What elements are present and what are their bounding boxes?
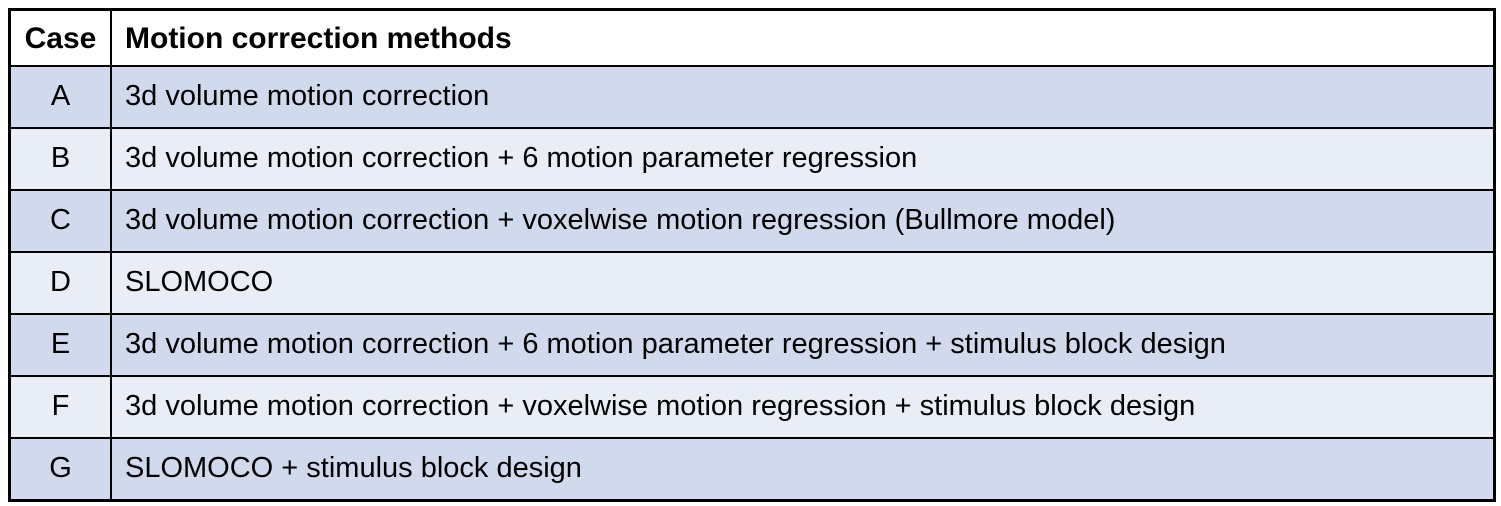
case-cell: D [8, 251, 112, 315]
case-cell: F [8, 375, 112, 439]
header-row: Case Motion correction methods [8, 8, 1496, 67]
methods-column-header: Motion correction methods [110, 8, 1496, 67]
method-cell: 3d volume motion correction + 6 motion p… [110, 127, 1496, 191]
method-cell: 3d volume motion correction + voxelwise … [110, 189, 1496, 253]
method-cell: SLOMOCO [110, 251, 1496, 315]
method-cell: SLOMOCO + stimulus block design [110, 437, 1496, 502]
case-cell: B [8, 127, 112, 191]
case-cell: A [8, 65, 112, 129]
case-cell: G [8, 437, 112, 502]
method-cell: 3d volume motion correction + 6 motion p… [110, 313, 1496, 377]
case-column-header: Case [8, 8, 112, 67]
case-cell: C [8, 189, 112, 253]
case-cell: E [8, 313, 112, 377]
method-cell: 3d volume motion correction + voxelwise … [110, 375, 1496, 439]
method-cell: 3d volume motion correction [110, 65, 1496, 129]
table-header: Case Motion correction methods [8, 8, 1496, 67]
